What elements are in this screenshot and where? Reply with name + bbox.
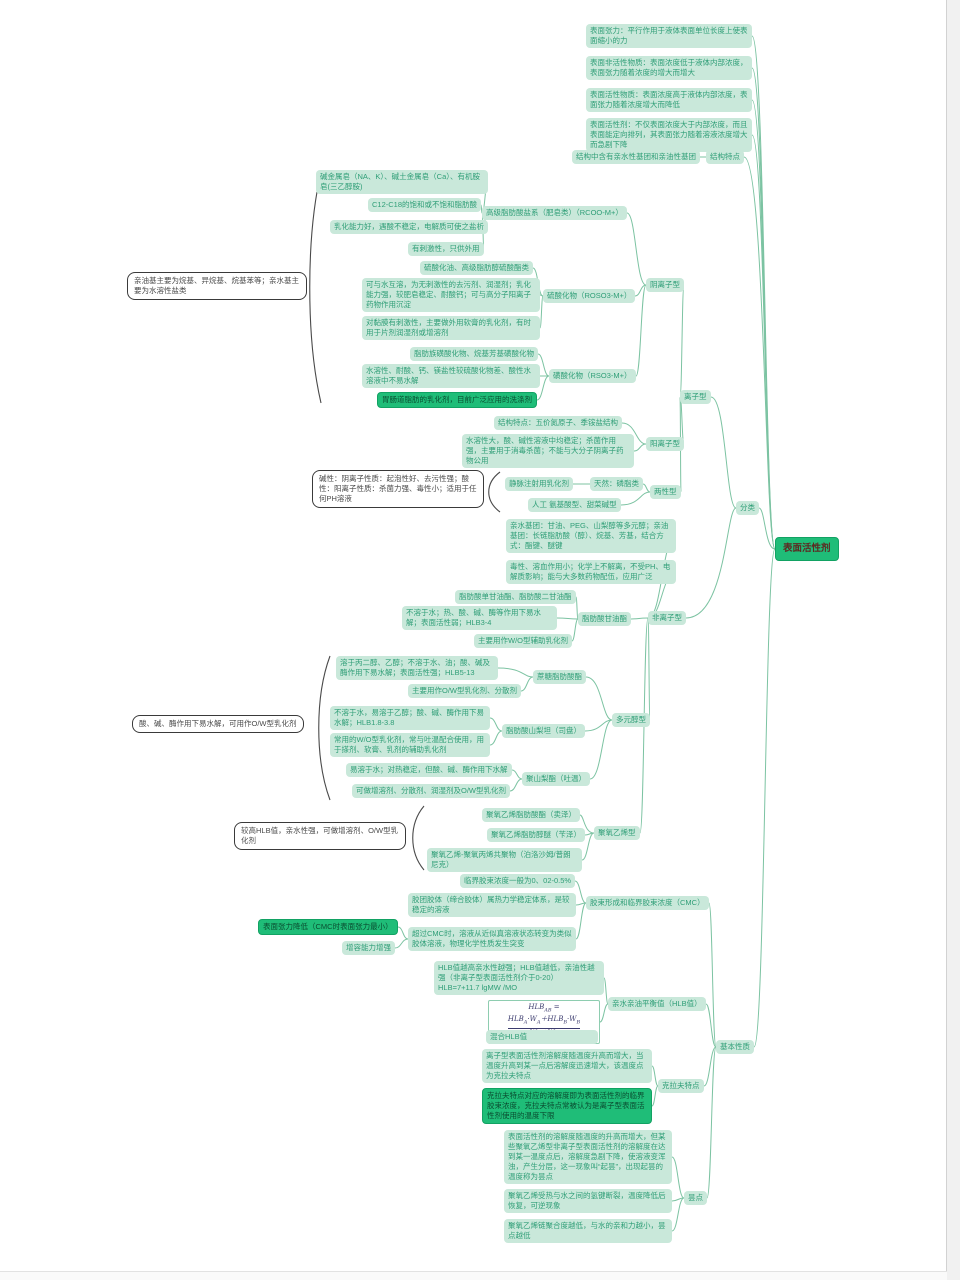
note-sulfate-properties[interactable]: 可与水互溶，为无刺激性的去污剂、润湿剂；乳化能力强，较肥皂稳定、耐酸钙；可与高分… bbox=[362, 278, 540, 312]
note-polyol-hydrolysis[interactable]: 酸、碱、酶作用下易水解，可用作O/W型乳化剂 bbox=[132, 715, 304, 733]
note-tween-properties[interactable]: 易溶于水；对热稳定，但酸、碱、酶作用下水解 bbox=[346, 763, 512, 777]
note-micelle-colloid[interactable]: 胶团胶体（缔合胶体）属热力学稳定体系，是较稳定的溶液 bbox=[408, 893, 576, 917]
note-krafft-def[interactable]: 离子型表面活性剂溶解度随温度升高而增大，当温度升高到某一点后溶解度迅速增大，该温… bbox=[482, 1049, 652, 1083]
note-hlb-scale[interactable]: HLB值越高亲水性越强；HLB值越低，亲油性越强（非离子型表面活性剂介于0-20… bbox=[434, 961, 604, 995]
branch-basic-properties[interactable]: 基本性质 bbox=[716, 1040, 754, 1054]
note-glyceride-types[interactable]: 脂肪酸单甘油酯、脂肪酸二甘油酯 bbox=[455, 590, 576, 604]
note-soap-c12-c18[interactable]: C12-C18的饱和或不饱和脂肪酸 bbox=[368, 198, 482, 212]
branch-sorbitan-esters[interactable]: 脂肪酸山梨坦（司盘） bbox=[502, 724, 585, 738]
page-edge-bottom bbox=[0, 1271, 947, 1280]
branch-sucrose-esters[interactable]: 蔗糖脂肪酸酯 bbox=[533, 670, 586, 684]
root-surfactant[interactable]: 表面活性剂 bbox=[775, 537, 839, 561]
branch-krafft-point[interactable]: 克拉夫特点 bbox=[658, 1079, 704, 1093]
branch-amphoteric[interactable]: 两性型 bbox=[650, 485, 681, 499]
note-sulfonate-types[interactable]: 脂肪族磺酸化物、烷基芳基磺酸化物 bbox=[410, 347, 538, 361]
note-cationic-structure[interactable]: 结构特点：五价氮原子、季铵盐结构 bbox=[494, 416, 622, 430]
branch-sulfates[interactable]: 硫酸化物（ROSO3-M+） bbox=[543, 289, 636, 303]
branch-fatty-acid-glycerides[interactable]: 脂肪酸甘油酯 bbox=[578, 612, 631, 626]
branch-anionic[interactable]: 阴离子型 bbox=[646, 278, 684, 292]
note-lipophilic-hydrophilic-groups[interactable]: 亲油基主要为烷基、异烷基、烷基苯等；亲水基主要为水溶性盐类 bbox=[127, 272, 307, 300]
branch-cloud-point[interactable]: 昙点 bbox=[684, 1191, 707, 1205]
note-surface-tension-lowered[interactable]: 表面张力降低（CMC时表面张力最小） bbox=[258, 919, 398, 935]
note-cmc-range[interactable]: 临界胶束浓度一般为0、02-0.5% bbox=[460, 874, 576, 888]
branch-structure-features[interactable]: 结构特点 bbox=[706, 150, 744, 164]
branch-ionic[interactable]: 离子型 bbox=[680, 390, 711, 404]
branch-fatty-acid-salts[interactable]: 高级脂肪酸盐系（肥皂类）（RCOO-M+） bbox=[482, 206, 627, 220]
note-surfactant-def[interactable]: 表面活性剂：不仅表面浓度大于内部浓度，而且表面能定向排列，其表面张力随着溶液浓度… bbox=[586, 118, 752, 152]
note-soap-external-use[interactable]: 有刺激性，只供外用 bbox=[408, 242, 484, 256]
branch-hlb[interactable]: 亲水亲油平衡值（HLB值） bbox=[608, 997, 706, 1011]
note-sulfonate-properties[interactable]: 水溶性、耐酸、钙、镁盐性较硫酸化物差、酸性水溶液中不易水解 bbox=[362, 364, 540, 388]
note-above-cmc[interactable]: 超过CMC时，溶液从近似真溶液状态转变为类似胶体溶液，物理化学性质发生突变 bbox=[408, 927, 576, 951]
node-mixed-hlb[interactable]: 混合HLB值 bbox=[486, 1030, 598, 1044]
note-surface-active-substance[interactable]: 表面活性物质：表面浓度高于液体内部浓度，表面张力随着浓度增大而降低 bbox=[586, 88, 752, 112]
node-natural-phospholipids[interactable]: 天然：磷脂类 bbox=[590, 477, 643, 491]
branch-cmc[interactable]: 胶束形成和临界胶束浓度（CMC） bbox=[586, 896, 709, 910]
branch-polyoxyethylene-type[interactable]: 聚氧乙烯型 bbox=[594, 826, 640, 840]
note-glyceride-use[interactable]: 主要用作W/O型辅助乳化剂 bbox=[474, 634, 572, 648]
node-poloxamer[interactable]: 聚氧乙烯-聚氧丙烯共聚物（泊洛沙姆/普朗尼克） bbox=[427, 848, 582, 872]
note-krafft-cmc[interactable]: 克拉夫特点对应的溶解度即为表面活性剂的临界胶束浓度，克拉夫特点常被认为是离子型表… bbox=[482, 1088, 652, 1124]
node-brij[interactable]: 聚氧乙烯脂肪醇醚（苄泽） bbox=[487, 828, 585, 842]
note-sulfate-types[interactable]: 硫酸化油、高级脂肪醇硫酸酯类 bbox=[420, 261, 533, 275]
branch-classification[interactable]: 分类 bbox=[736, 501, 759, 515]
page-edge-right bbox=[946, 0, 960, 1280]
branch-nonionic[interactable]: 非离子型 bbox=[648, 611, 686, 625]
note-cloud-hydrogen-bond[interactable]: 聚氧乙烯受热与水之间的氢键断裂，温度降低后恢复，可逆现象 bbox=[504, 1189, 672, 1213]
note-amphoteric-ph[interactable]: 碱性：阴离子性质：起泡性好、去污性强；酸性：阳离子性质：杀菌力强、毒性小；适用于… bbox=[312, 470, 484, 508]
note-sulfonate-use[interactable]: 胃肠道脂肪的乳化剂，目前广泛应用的洗涤剂 bbox=[377, 392, 537, 408]
note-sulfate-use[interactable]: 对黏膜有刺激性，主要做外用软膏的乳化剂，有时用于片剂润湿剂或增溶剂 bbox=[362, 316, 540, 340]
note-span-use[interactable]: 常用的W/O型乳化剂，常与吐温配合使用，用于搽剂、软膏、乳剂的辅助乳化剂 bbox=[330, 733, 490, 757]
branch-polyol-type[interactable]: 多元醇型 bbox=[612, 713, 650, 727]
note-surface-tension-def[interactable]: 表面张力：平行作用于液体表面单位长度上使表面缩小的力 bbox=[586, 24, 752, 48]
note-glyceride-properties[interactable]: 不溶于水；热、酸、碱、酶等作用下易水解；表面活性弱；HLB3-4 bbox=[402, 606, 557, 630]
note-cloud-polymerization[interactable]: 聚氧乙烯链聚合度越低，与水的亲和力越小，昙点越低 bbox=[504, 1219, 672, 1243]
note-cloud-def[interactable]: 表面活性剂的溶解度随温度的升高而增大，但某些聚氧乙烯型非离子型表面活性剂的溶解度… bbox=[504, 1130, 672, 1184]
node-myrj[interactable]: 聚氧乙烯脂肪酸酯（卖泽） bbox=[482, 808, 580, 822]
note-sucrose-properties[interactable]: 溶于丙二醇、乙醇；不溶于水、油；酸、碱及酶作用下易水解；表面活性强；HLB5-1… bbox=[336, 656, 498, 680]
note-nonionic-properties[interactable]: 毒性、溶血作用小；化学上不解离，不受PH、电解质影响；能与大多数药物配伍，应用广… bbox=[506, 560, 676, 584]
note-cationic-properties[interactable]: 水溶性大，酸、碱性溶液中均稳定；杀菌作用强，主要用于消毒杀菌；不能与大分子阴离子… bbox=[462, 434, 634, 468]
note-surface-inactive-substance[interactable]: 表面非活性物质：表面浓度低于液体内部浓度，表面张力随着浓度的增大而增大 bbox=[586, 56, 752, 80]
branch-sulfonates[interactable]: 磺酸化物（RSO3-M+） bbox=[549, 369, 636, 383]
note-structure[interactable]: 结构中含有亲水性基团和亲油性基团 bbox=[572, 150, 700, 164]
note-peg-hlb[interactable]: 较高HLB值，亲水性强，可做增溶剂、O/W型乳化剂 bbox=[234, 822, 406, 850]
branch-cationic[interactable]: 阳离子型 bbox=[646, 437, 684, 451]
note-tween-use[interactable]: 可做增溶剂、分散剂、润湿剂及O/W型乳化剂 bbox=[352, 784, 510, 798]
note-soap-types[interactable]: 碱金属皂（NA、K）、碱土金属皂（Ca）、有机胺皂(三乙醇胺) bbox=[316, 170, 488, 194]
branch-polysorbates[interactable]: 聚山梨酯（吐温） bbox=[522, 772, 590, 786]
note-sucrose-use[interactable]: 主要用作O/W型乳化剂、分散剂 bbox=[408, 684, 521, 698]
note-solubilization-enhanced[interactable]: 增容能力增强 bbox=[342, 941, 395, 955]
node-artificial-types[interactable]: 人工 氨基酸型、甜菜碱型 bbox=[528, 498, 621, 512]
note-soap-properties[interactable]: 乳化能力好，遇酸不稳定，电解质可使之盐析 bbox=[330, 220, 488, 234]
note-span-properties[interactable]: 不溶于水，易溶于乙醇；酸、碱、酶作用下易水解；HLB1.8-3.8 bbox=[330, 706, 490, 730]
note-nonionic-groups[interactable]: 亲水基团：甘油、PEG、山梨醇等多元醇；亲油基团：长链脂肪酸（醇）、烷基、芳基，… bbox=[506, 519, 676, 553]
note-iv-emulsifier[interactable]: 静脉注射用乳化剂 bbox=[505, 477, 573, 491]
